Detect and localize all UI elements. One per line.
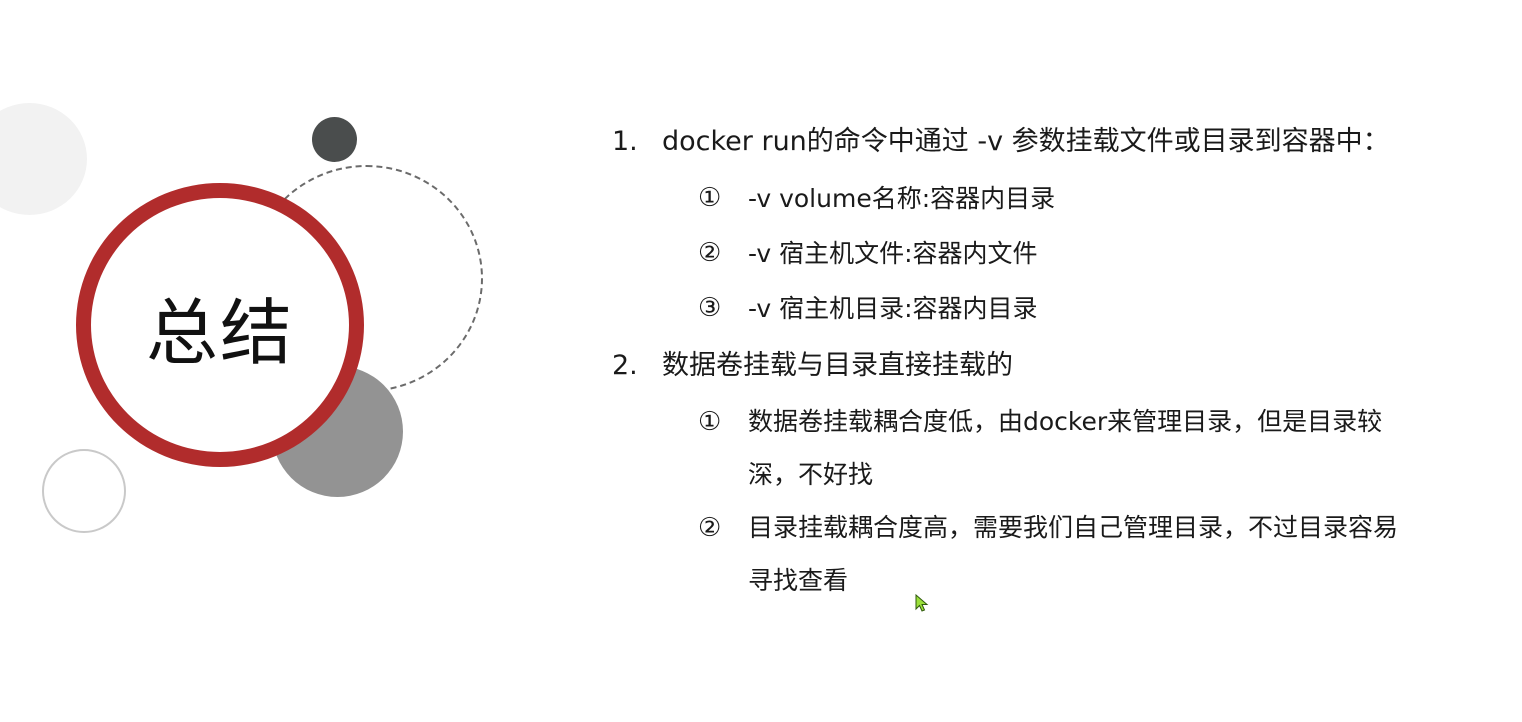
mouse-cursor-icon bbox=[915, 593, 929, 616]
sub-item-text: 数据卷挂载耦合度低，由docker来管理目录，但是目录较深，不好找 bbox=[748, 407, 1383, 489]
decorative-dark-dot bbox=[312, 117, 357, 162]
sub-list-item: ① 数据卷挂载耦合度低，由docker来管理目录，但是目录较深，不好找 bbox=[698, 395, 1432, 501]
sub-list: ① 数据卷挂载耦合度低，由docker来管理目录，但是目录较深，不好找 ② 目录… bbox=[698, 395, 1432, 607]
sub-item-mark: ② bbox=[698, 238, 722, 268]
summary-list: 1. docker run的命令中通过 -v 参数挂载文件或目录到容器中： ① … bbox=[612, 112, 1432, 607]
slide-title: 总结 bbox=[145, 290, 294, 375]
item-number: 2. bbox=[612, 350, 638, 381]
item-number: 1. bbox=[612, 126, 638, 157]
sub-item-text: -v 宿主机目录:容器内目录 bbox=[748, 294, 1038, 323]
sub-item-mark: ① bbox=[698, 183, 722, 213]
list-item: 1. docker run的命令中通过 -v 参数挂载文件或目录到容器中： bbox=[612, 112, 1432, 171]
title-ring: 总结 bbox=[76, 183, 364, 467]
sub-list-item: ① -v volume名称:容器内目录 bbox=[698, 171, 1432, 226]
decorative-outline-circle bbox=[42, 449, 126, 533]
sub-list-item: ② 目录挂载耦合度高，需要我们自己管理目录，不过目录容易寻找查看 bbox=[698, 501, 1432, 607]
list-item: 2. 数据卷挂载与目录直接挂载的 bbox=[612, 336, 1432, 395]
sub-list-item: ② -v 宿主机文件:容器内文件 bbox=[698, 226, 1432, 281]
sub-item-mark: ③ bbox=[698, 293, 722, 323]
item-text: docker run的命令中通过 -v 参数挂载文件或目录到容器中： bbox=[662, 126, 1390, 157]
sub-item-text: -v volume名称:容器内目录 bbox=[748, 184, 1056, 213]
sub-list: ① -v volume名称:容器内目录 ② -v 宿主机文件:容器内文件 ③ -… bbox=[698, 171, 1432, 336]
sub-item-mark: ① bbox=[698, 407, 722, 437]
sub-item-text: 目录挂载耦合度高，需要我们自己管理目录，不过目录容易寻找查看 bbox=[748, 513, 1399, 595]
item-text: 数据卷挂载与目录直接挂载的 bbox=[662, 350, 1013, 381]
sub-item-mark: ② bbox=[698, 513, 722, 543]
decorative-light-circle bbox=[0, 103, 87, 215]
sub-list-item: ③ -v 宿主机目录:容器内目录 bbox=[698, 281, 1432, 336]
sub-item-text: -v 宿主机文件:容器内文件 bbox=[748, 239, 1038, 268]
